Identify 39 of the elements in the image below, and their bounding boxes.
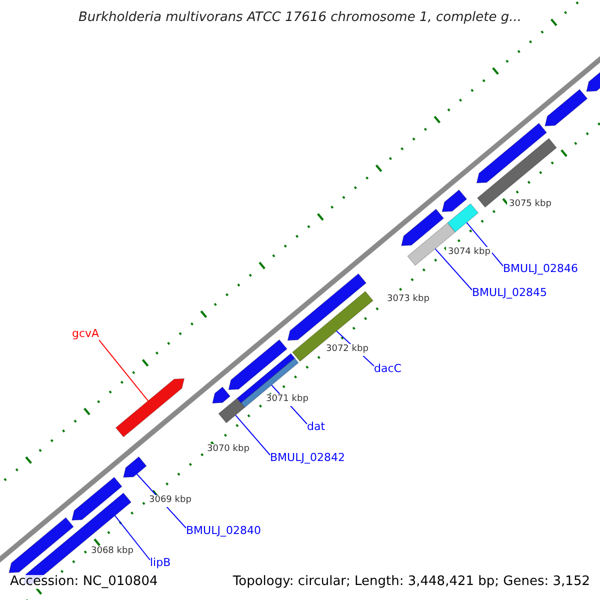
- gene-label: BMULJ_02842: [270, 452, 345, 464]
- gene-label: gcvA: [72, 328, 100, 340]
- gene-label: lipB: [150, 557, 171, 570]
- accession-text: Accession: NC_010804: [10, 575, 158, 590]
- gene-feature: [476, 122, 548, 184]
- scale-label: 3072 kbp: [324, 344, 370, 356]
- gene-feature: [115, 378, 185, 438]
- gene-feature: [228, 339, 288, 390]
- scale-label: 3074 kbp: [446, 247, 492, 259]
- gene-feature: [287, 273, 367, 341]
- gene-feature: [218, 398, 246, 424]
- scale-label: 3068 kbp: [89, 546, 136, 558]
- gene-label: BMULJ_02845: [472, 287, 547, 300]
- gene-label: dacC: [374, 363, 402, 376]
- gene-label: BMULJ_02840: [186, 525, 261, 538]
- scale-label: 3069 kbp: [147, 495, 194, 507]
- scale-label: 3071 kbp: [264, 394, 310, 406]
- scale-label: 3070 kbp: [205, 444, 252, 456]
- map-title: Burkholderia multivorans ATCC 17616 chromosome 1, complete g...: [78, 11, 522, 26]
- gene-feature: [401, 208, 444, 246]
- gene-label: BMULJ_02846: [503, 263, 578, 276]
- gene-feature: [292, 290, 374, 362]
- gene-feature: [447, 203, 479, 233]
- scale-label: 3073 kbp: [385, 294, 432, 306]
- gene-feature: [72, 476, 122, 521]
- leader-line: [235, 414, 270, 456]
- leader-line: [466, 222, 504, 266]
- leader-line: [98, 340, 149, 402]
- gene-feature: [212, 386, 231, 404]
- gene-feature: [123, 456, 147, 478]
- gene-label: dat: [307, 421, 326, 434]
- scale-label: 3075 kbp: [507, 199, 554, 211]
- gene-feature: [476, 138, 557, 208]
- leader-line: [114, 515, 150, 560]
- gene-feature: [442, 189, 468, 212]
- summary-text: Topology: circular; Length: 3,448,421 bp; Genes: 3,152: [232, 575, 590, 590]
- leader-line: [434, 248, 472, 290]
- gene-feature: [544, 88, 588, 126]
- gene-feature: [8, 517, 74, 574]
